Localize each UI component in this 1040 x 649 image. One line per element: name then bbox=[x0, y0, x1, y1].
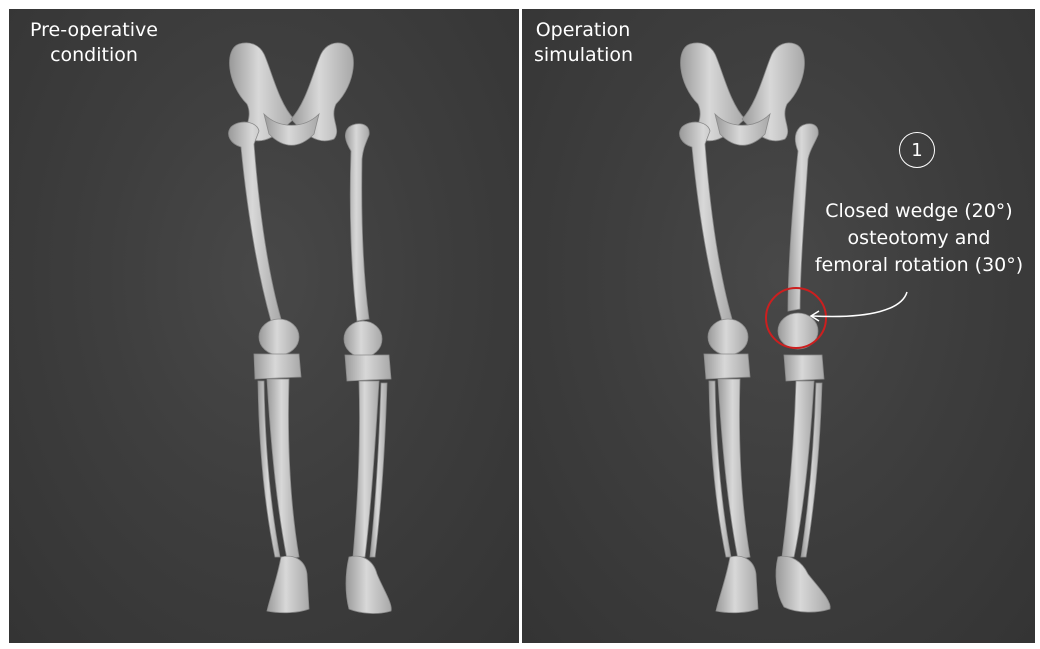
pre-operative-caption: Pre-operative condition bbox=[19, 18, 169, 68]
osteotomy-annotation: Closed wedge (20°) osteotomy and femoral… bbox=[804, 198, 1034, 279]
operation-simulation-skeleton bbox=[522, 9, 1035, 643]
operation-simulation-panel: Operation simulation 1 Closed wedge (20°… bbox=[522, 9, 1035, 643]
pre-operative-skeleton bbox=[9, 9, 519, 643]
pre-operative-panel: Pre-operative condition bbox=[9, 9, 519, 643]
step-number-badge: 1 bbox=[899, 132, 935, 168]
operation-simulation-caption: Operation simulation bbox=[534, 18, 632, 68]
